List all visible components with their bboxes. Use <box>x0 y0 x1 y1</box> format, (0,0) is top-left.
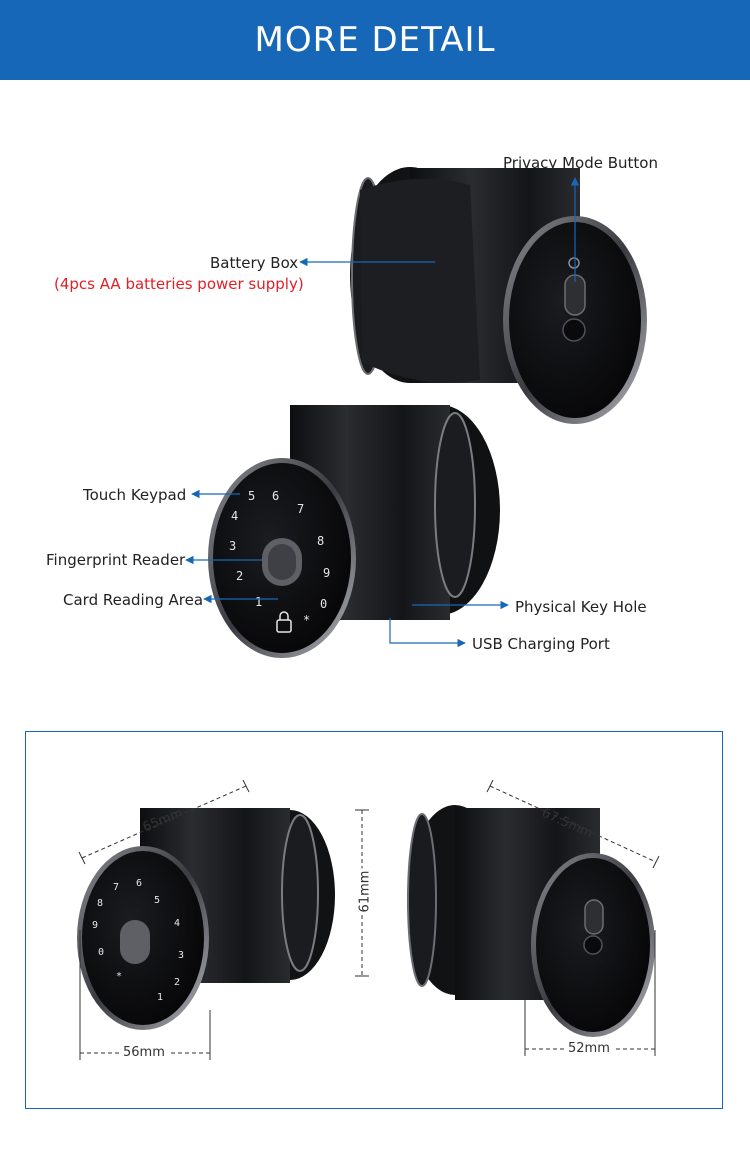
svg-text:3: 3 <box>178 950 184 961</box>
fingerprint-reader-label: Fingerprint Reader <box>46 551 186 569</box>
svg-text:7: 7 <box>113 882 119 893</box>
svg-text:9: 9 <box>92 920 98 931</box>
face-diameter-dimension: 56mm <box>120 1045 168 1060</box>
dim-lock-front: 87 6 5 4 9 0 3 * 21 <box>77 808 335 1030</box>
detail-illustration: 5 6 4 7 3 8 2 9 1 0 * <box>185 167 647 658</box>
key-7: 7 <box>297 502 304 516</box>
svg-text:6: 6 <box>136 878 142 889</box>
privacy-button-label: Privacy Mode Button <box>503 154 658 172</box>
height-dimension: 61mm <box>357 868 373 915</box>
svg-text:1: 1 <box>157 992 163 1003</box>
lock-back-view <box>350 167 647 424</box>
key-star: * <box>303 613 310 627</box>
svg-text:4: 4 <box>174 918 180 929</box>
physical-key-hole-label: Physical Key Hole <box>515 598 647 616</box>
back-diameter-dimension: 52mm <box>565 1041 613 1056</box>
key-1: 1 <box>255 595 262 609</box>
svg-text:0: 0 <box>98 947 104 958</box>
svg-text:*: * <box>116 971 122 982</box>
key-5: 5 <box>248 489 255 503</box>
svg-text:2: 2 <box>174 977 180 988</box>
card-reading-area-label: Card Reading Area <box>63 591 204 609</box>
battery-box-label: Battery Box <box>210 254 299 272</box>
key-2: 2 <box>236 569 243 583</box>
usb-port-line <box>389 618 466 648</box>
key-4: 4 <box>231 509 238 523</box>
dim-line-67 <box>489 785 657 863</box>
lock-icon <box>276 611 292 633</box>
battery-note-label: (4pcs AA batteries power supply) <box>54 275 304 293</box>
lock-front-view <box>208 405 500 658</box>
key-6: 6 <box>272 489 279 503</box>
key-9: 9 <box>323 566 330 580</box>
touch-keypad-label: Touch Keypad <box>83 486 187 504</box>
keypad-digits: 5 6 4 7 3 8 2 9 1 0 * <box>229 489 330 627</box>
page-title: MORE DETAIL <box>254 20 496 60</box>
dimension-panel <box>25 731 723 1109</box>
dim-lock-back <box>407 805 655 1037</box>
key-0: 0 <box>320 597 327 611</box>
svg-text:5: 5 <box>154 895 160 906</box>
key-3: 3 <box>229 539 236 553</box>
header-banner: MORE DETAIL <box>0 0 750 80</box>
key-8: 8 <box>317 534 324 548</box>
usb-charging-port-label: USB Charging Port <box>472 635 610 653</box>
dim-line-65 <box>81 785 247 859</box>
svg-text:8: 8 <box>97 898 103 909</box>
